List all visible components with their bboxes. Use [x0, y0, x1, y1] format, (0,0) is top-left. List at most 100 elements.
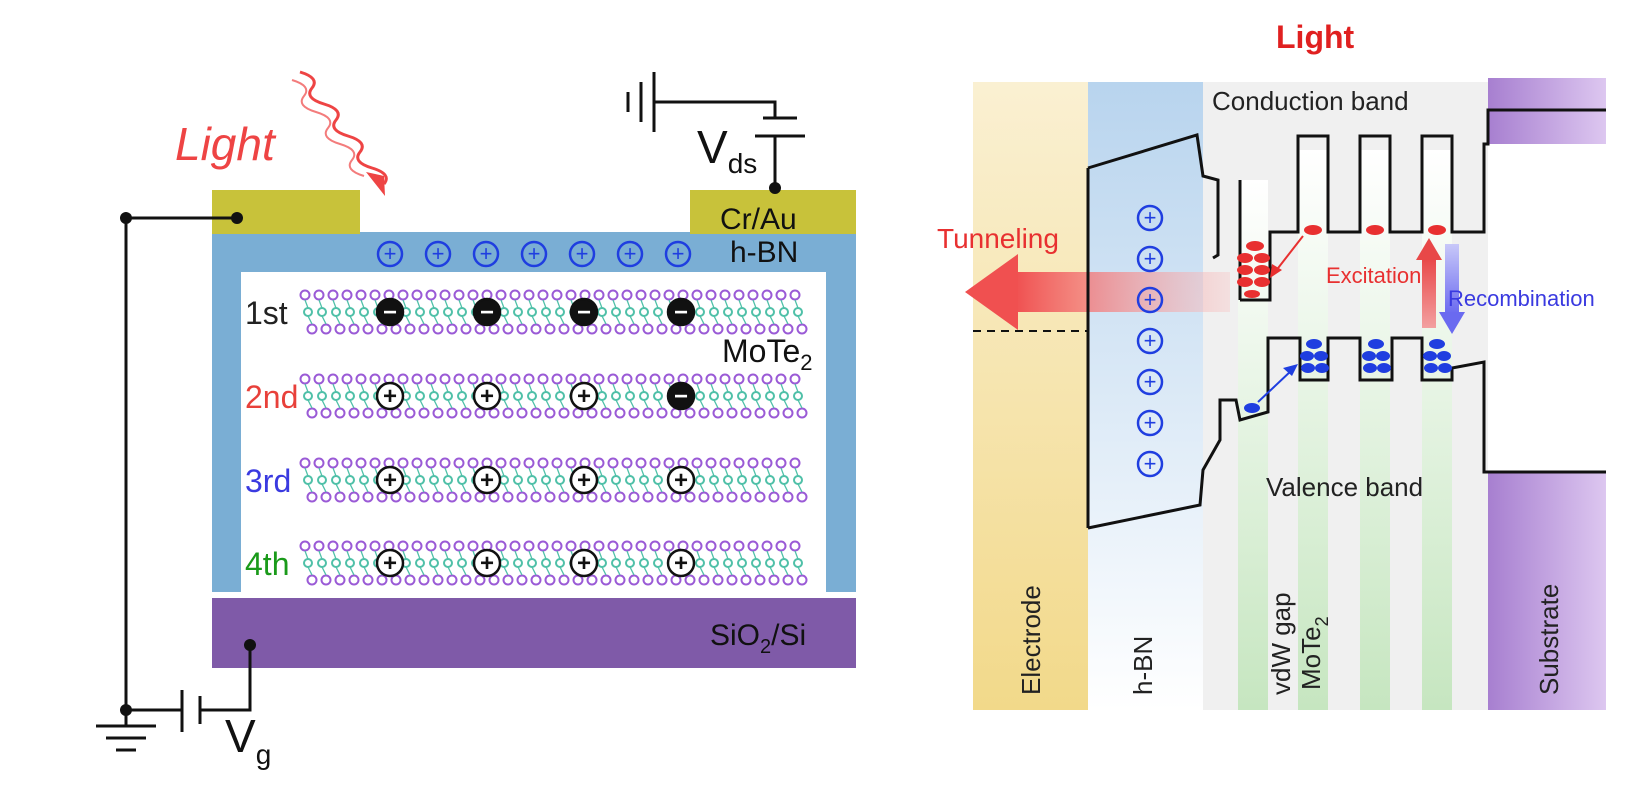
layer-charge-sign: −: [674, 383, 688, 410]
hbn-region: [1088, 82, 1203, 710]
layer-charge: −: [569, 297, 599, 327]
hbn-charge-sign: +: [624, 241, 637, 266]
hbn-charge-sign: +: [576, 241, 589, 266]
relax-arrow-red: [1274, 235, 1304, 273]
hbn-charge: +: [376, 240, 404, 268]
recombination-label: Recombination: [1448, 286, 1595, 311]
hbn-label: h-BN: [730, 236, 798, 269]
hbn-charge: +: [664, 240, 692, 268]
band-hbn-charge: +: [1136, 204, 1164, 232]
tunneling-arrow: [965, 254, 1230, 330]
hbn-charge-sign: +: [384, 241, 397, 266]
band-hbn-charge-sign: +: [1144, 287, 1157, 312]
right-light-label: Light: [1276, 19, 1355, 55]
contact-label: Cr/Au: [720, 203, 797, 236]
band-hbn-charge-sign: +: [1144, 328, 1157, 353]
layer-charge-sign: −: [480, 299, 494, 326]
layer-charge-sign: −: [674, 299, 688, 326]
substrate-block: [212, 598, 856, 668]
hbn-charge: +: [520, 240, 548, 268]
substrate-bottom: [1488, 472, 1606, 710]
layer-charge: +: [666, 465, 696, 495]
mote2-layer: −−−−: [299, 289, 808, 335]
layer-charge: +: [472, 548, 502, 578]
substrate-label: SiO2/Si: [710, 619, 806, 658]
mote2-layer: + + + +: [299, 457, 808, 503]
layer-charge-sign: +: [480, 550, 494, 577]
layer-charge-sign: +: [383, 550, 397, 577]
layer-charge-sign: +: [383, 383, 397, 410]
layer-charge: +: [569, 465, 599, 495]
band-hbn-charge: +: [1136, 409, 1164, 437]
right-contact: [690, 190, 856, 234]
layer-charge: +: [569, 548, 599, 578]
light-label: Light: [175, 118, 277, 170]
layer-charge-sign: +: [480, 467, 494, 494]
hbn-region-label: h-BN: [1128, 636, 1158, 695]
device-schematic: +++++++ −−−−+++−++++++++: [96, 70, 856, 770]
layer-label: 3rd: [245, 463, 291, 499]
band-hbn-charge-sign: +: [1144, 369, 1157, 394]
layer-charge: +: [569, 381, 599, 411]
electrons: [1237, 225, 1446, 298]
layer-charge-sign: −: [577, 299, 591, 326]
layer-charge-sign: +: [674, 467, 688, 494]
band-hbn-charge-sign: +: [1144, 246, 1157, 271]
hbn-charge-sign: +: [672, 241, 685, 266]
electrode-region: [973, 82, 1088, 710]
layer-label: 2nd: [245, 379, 298, 415]
layer-charge: −: [375, 297, 405, 327]
electrode-label: Electrode: [1016, 585, 1046, 695]
vdw-gap-label: vdW gap: [1266, 592, 1296, 695]
excitation-arrow: [1416, 238, 1442, 328]
mote2-label: MoTe2: [722, 333, 813, 375]
layer-charge: +: [472, 465, 502, 495]
band-hbn-charge: +: [1136, 450, 1164, 478]
hbn-charge-sign: +: [432, 241, 445, 266]
band-hbn-charge-sign: +: [1144, 410, 1157, 435]
vg-label: Vg: [225, 710, 271, 770]
layer-charge-sign: +: [674, 550, 688, 577]
hbn-charge: +: [472, 240, 500, 268]
layer-charge: +: [375, 548, 405, 578]
tunneling-label: Tunneling: [937, 223, 1059, 254]
layer-charge-sign: +: [577, 467, 591, 494]
layer-charge-sign: −: [383, 299, 397, 326]
hbn-charge-sign: +: [528, 241, 541, 266]
hbn-charge: +: [568, 240, 596, 268]
hbn-charge: +: [424, 240, 452, 268]
conduction-band-label: Conduction band: [1212, 86, 1409, 116]
band-hbn-charge: +: [1136, 245, 1164, 273]
vds-label: Vds: [697, 121, 757, 179]
layer-labels: 1st 2nd 3rd 4th: [245, 295, 298, 582]
substrate-region-label: Substrate: [1534, 584, 1564, 695]
relax-arrow-blue: [1257, 369, 1293, 403]
band-diagram: +++++++ Light Conduction band Valence ba…: [937, 19, 1606, 710]
light-wave-icon: [291, 70, 388, 196]
hbn-charge-row: + + + + + + +: [376, 240, 692, 268]
hbn-band-charges: + + + + + + +: [1136, 204, 1164, 478]
layer-charge: +: [375, 465, 405, 495]
layer-label: 1st: [245, 295, 288, 331]
layer-charge: +: [375, 381, 405, 411]
excitation-label: Excitation: [1326, 263, 1421, 288]
band-edges: [1086, 108, 1606, 530]
hbn-charge-sign: +: [480, 241, 493, 266]
band-hbn-charge: +: [1136, 327, 1164, 355]
hbn-charge: +: [616, 240, 644, 268]
layer-charge: −: [472, 297, 502, 327]
mote2-layers: −−−−+++−++++++++: [299, 289, 808, 586]
green-strip-2: [1298, 150, 1328, 710]
left-contact: [212, 190, 360, 234]
layer-charge: +: [666, 548, 696, 578]
band-hbn-charge: +: [1136, 286, 1164, 314]
mote2-layer: +++−: [299, 373, 808, 419]
layer-charge-sign: +: [383, 467, 397, 494]
holes: [1244, 339, 1452, 413]
mote2-layer: + + + +: [299, 540, 808, 586]
green-strip-3: [1360, 150, 1390, 710]
layer-label: 4th: [245, 546, 289, 582]
layer-charge: −: [666, 297, 696, 327]
band-hbn-charge: +: [1136, 368, 1164, 396]
